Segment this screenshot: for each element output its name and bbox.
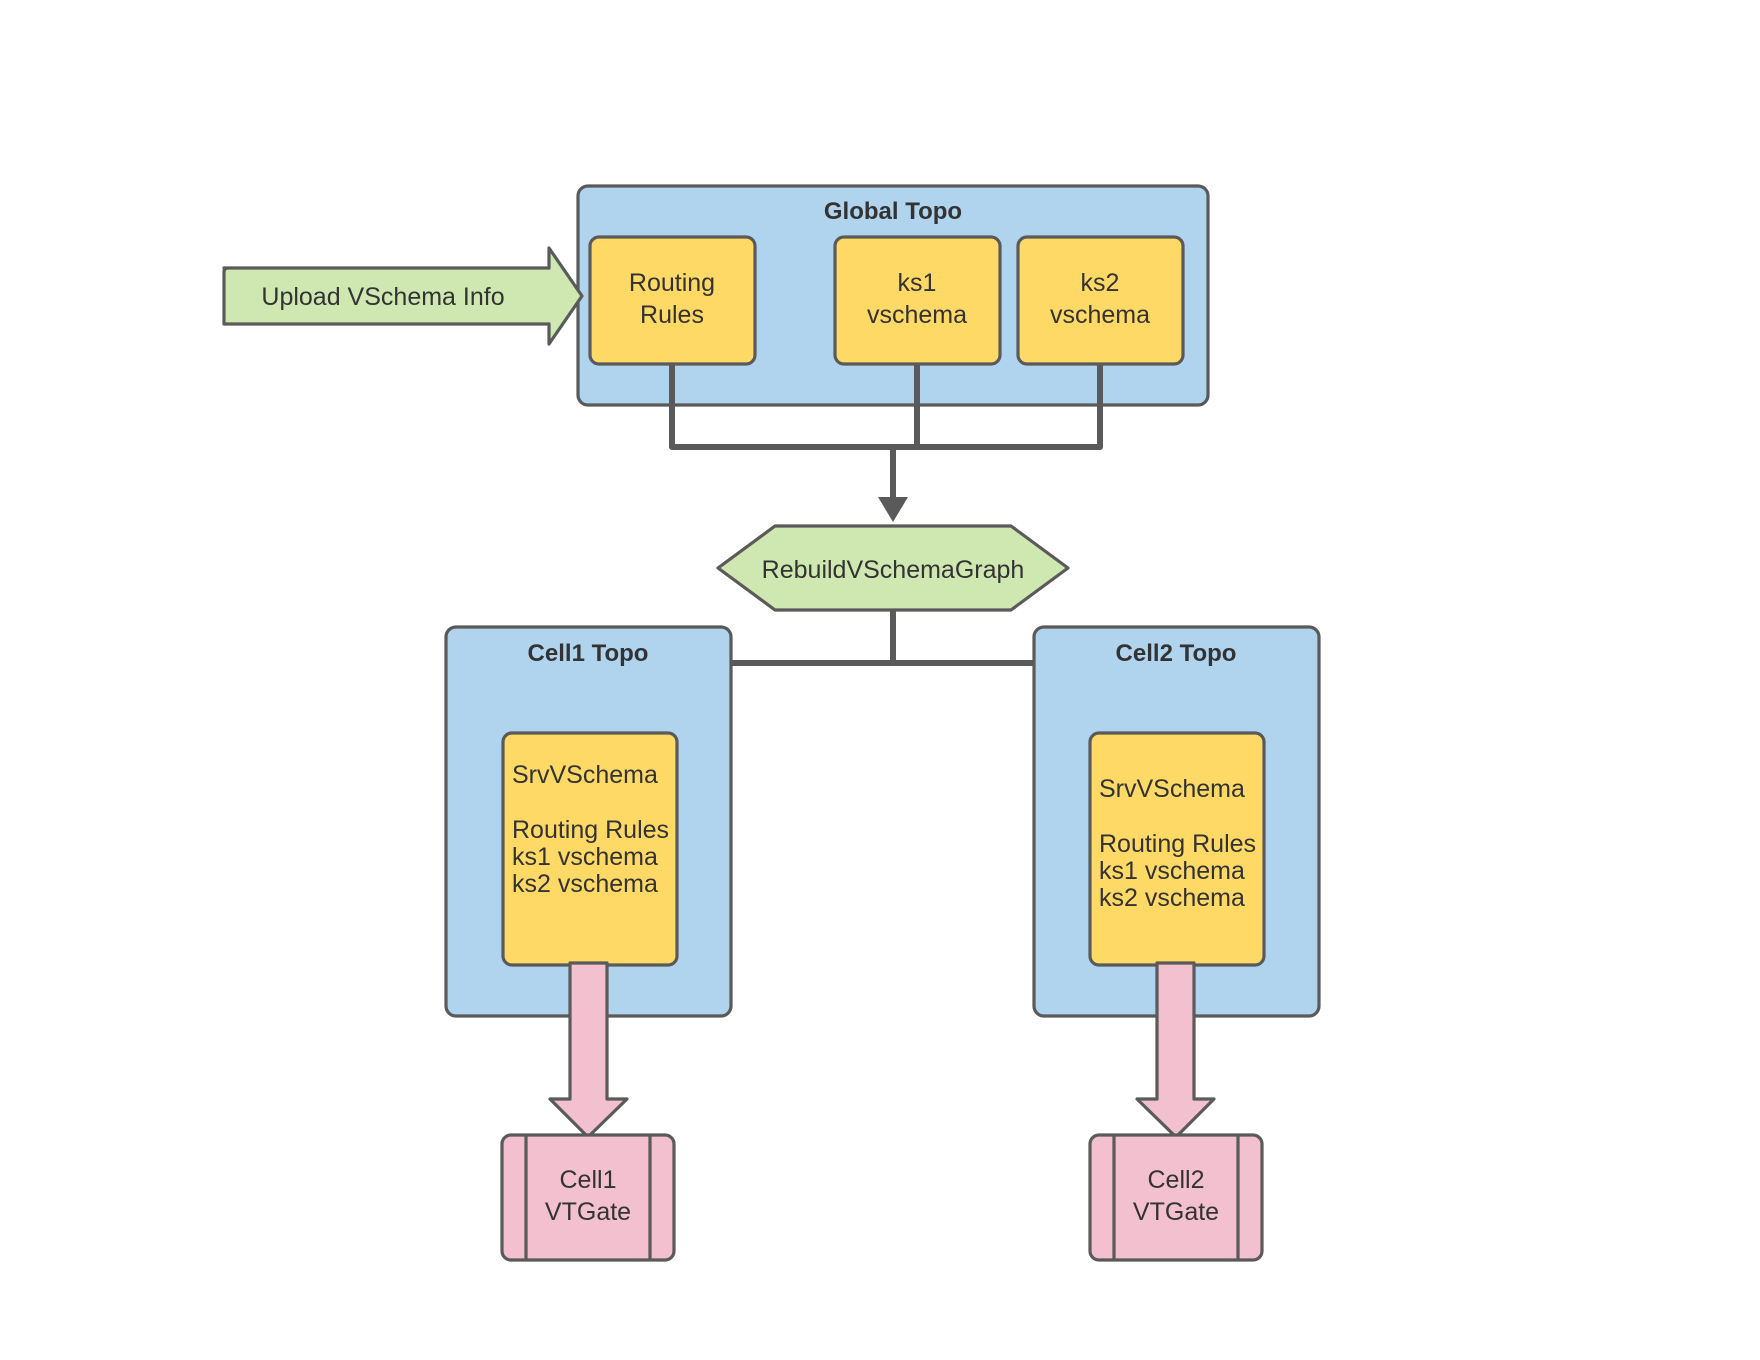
cell2-srvvschema-line4: ks1 vschema [1099,857,1245,885]
ks1-vschema-label-line2: vschema [867,301,967,329]
cell2-vtgate-label-line1: Cell2 [1148,1166,1205,1194]
arrowhead-to-rebuild-icon [878,497,908,522]
edge-global-to-rebuild [669,364,1103,522]
ks2-vschema-label-line1: ks2 [1081,269,1120,297]
upload-vschema-info-arrow[interactable]: Upload VSchema Info [222,246,584,346]
rebuild-vschema-graph-label: RebuildVSchemaGraph [762,556,1025,584]
rebuild-vschema-graph-shape[interactable] [716,524,1070,612]
cell1-block-arrow-down [548,961,629,1139]
cell1-vtgate-label-line2: VTGate [545,1198,631,1226]
node-routing-rules[interactable]: Routing Rules [588,235,757,366]
node-cell1-srvvschema[interactable]: SrvVSchema Routing Rules ks1 vschema ks2… [501,731,679,967]
process-rebuild-vschema-graph[interactable]: RebuildVSchemaGraph [716,524,1070,612]
cell2-vtgate-label-line2: VTGate [1133,1198,1219,1226]
cell2-topo-title: Cell2 Topo [1116,640,1237,667]
cell1-srvvschema-line1: SrvVSchema [512,761,658,789]
cell2-srvvschema-line5: ks2 vschema [1099,884,1245,912]
cell2-vtgate-box[interactable] [1088,1133,1264,1262]
global-topo-title: Global Topo [824,198,962,225]
routing-rules-label-line2: Rules [640,301,704,329]
edge-cell1-srvvschema-to-vtgate [548,961,629,1139]
upload-vschema-info-shape[interactable] [222,246,584,346]
edge-cell2-srvvschema-to-vtgate [1135,961,1216,1139]
cell1-vtgate-box[interactable] [500,1133,676,1262]
upload-vschema-info-label: Upload VSchema Info [261,283,504,311]
cell1-srvvschema-line4: ks1 vschema [512,843,658,871]
node-cell2-srvvschema[interactable]: SrvVSchema Routing Rules ks1 vschema ks2… [1088,731,1266,967]
terminal-cell1-vtgate[interactable]: Cell1 VTGate [500,1133,676,1262]
ks1-vschema-label-line1: ks1 [898,269,937,297]
cell2-block-arrow-down [1135,961,1216,1139]
node-ks1-vschema[interactable]: ks1 vschema [833,235,1002,366]
edge-ks2-to-rebuild [893,364,1103,450]
routing-rules-label-line1: Routing [629,269,715,297]
cell2-srvvschema-line3: Routing Rules [1099,830,1256,858]
ks2-vschema-label-line2: vschema [1050,301,1150,329]
cell1-srvvschema-line5: ks2 vschema [512,870,658,898]
edge-routing-rules-to-rebuild [669,364,893,450]
cell1-vtgate-label-line1: Cell1 [560,1166,617,1194]
cell2-srvvschema-line1: SrvVSchema [1099,775,1245,803]
cell1-srvvschema-line3: Routing Rules [512,816,669,844]
terminal-cell2-vtgate[interactable]: Cell2 VTGate [1088,1133,1264,1262]
cell1-topo-title: Cell1 Topo [528,640,649,667]
node-ks2-vschema[interactable]: ks2 vschema [1016,235,1185,366]
